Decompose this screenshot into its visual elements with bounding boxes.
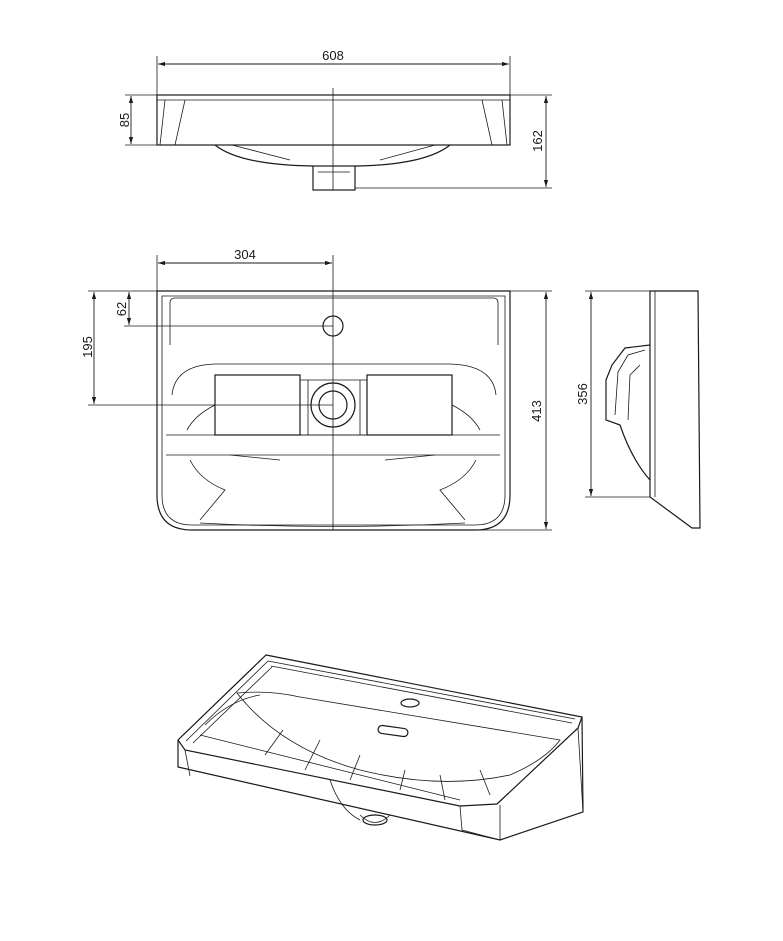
width-dimension-label: 608 bbox=[322, 48, 344, 63]
total-height-label: 162 bbox=[530, 130, 545, 152]
iso-tap-hole bbox=[400, 698, 420, 708]
mounting-block-right bbox=[366, 374, 453, 436]
side-depth-label: 356 bbox=[575, 383, 590, 405]
depth-label: 413 bbox=[529, 400, 544, 422]
drain-outlet bbox=[312, 165, 356, 191]
rim-height-label: 85 bbox=[117, 113, 132, 127]
drain-offset-label: 195 bbox=[80, 336, 95, 358]
plan-view: 304 62 195 413 bbox=[80, 247, 552, 531]
front-view: 608 85 162 bbox=[117, 48, 552, 191]
isometric-view bbox=[177, 654, 584, 841]
iso-drain bbox=[362, 814, 388, 826]
basin-side-profile bbox=[649, 290, 701, 529]
tap-hole-offset-label: 62 bbox=[114, 302, 129, 316]
side-view: 356 bbox=[575, 290, 701, 529]
basin-outline-plan bbox=[156, 290, 511, 531]
center-offset-label: 304 bbox=[234, 247, 256, 262]
bowl-underside bbox=[214, 144, 451, 167]
basin-iso-outline bbox=[177, 654, 584, 841]
iso-overflow-slot bbox=[377, 724, 409, 738]
basin-rim-front bbox=[156, 94, 511, 146]
